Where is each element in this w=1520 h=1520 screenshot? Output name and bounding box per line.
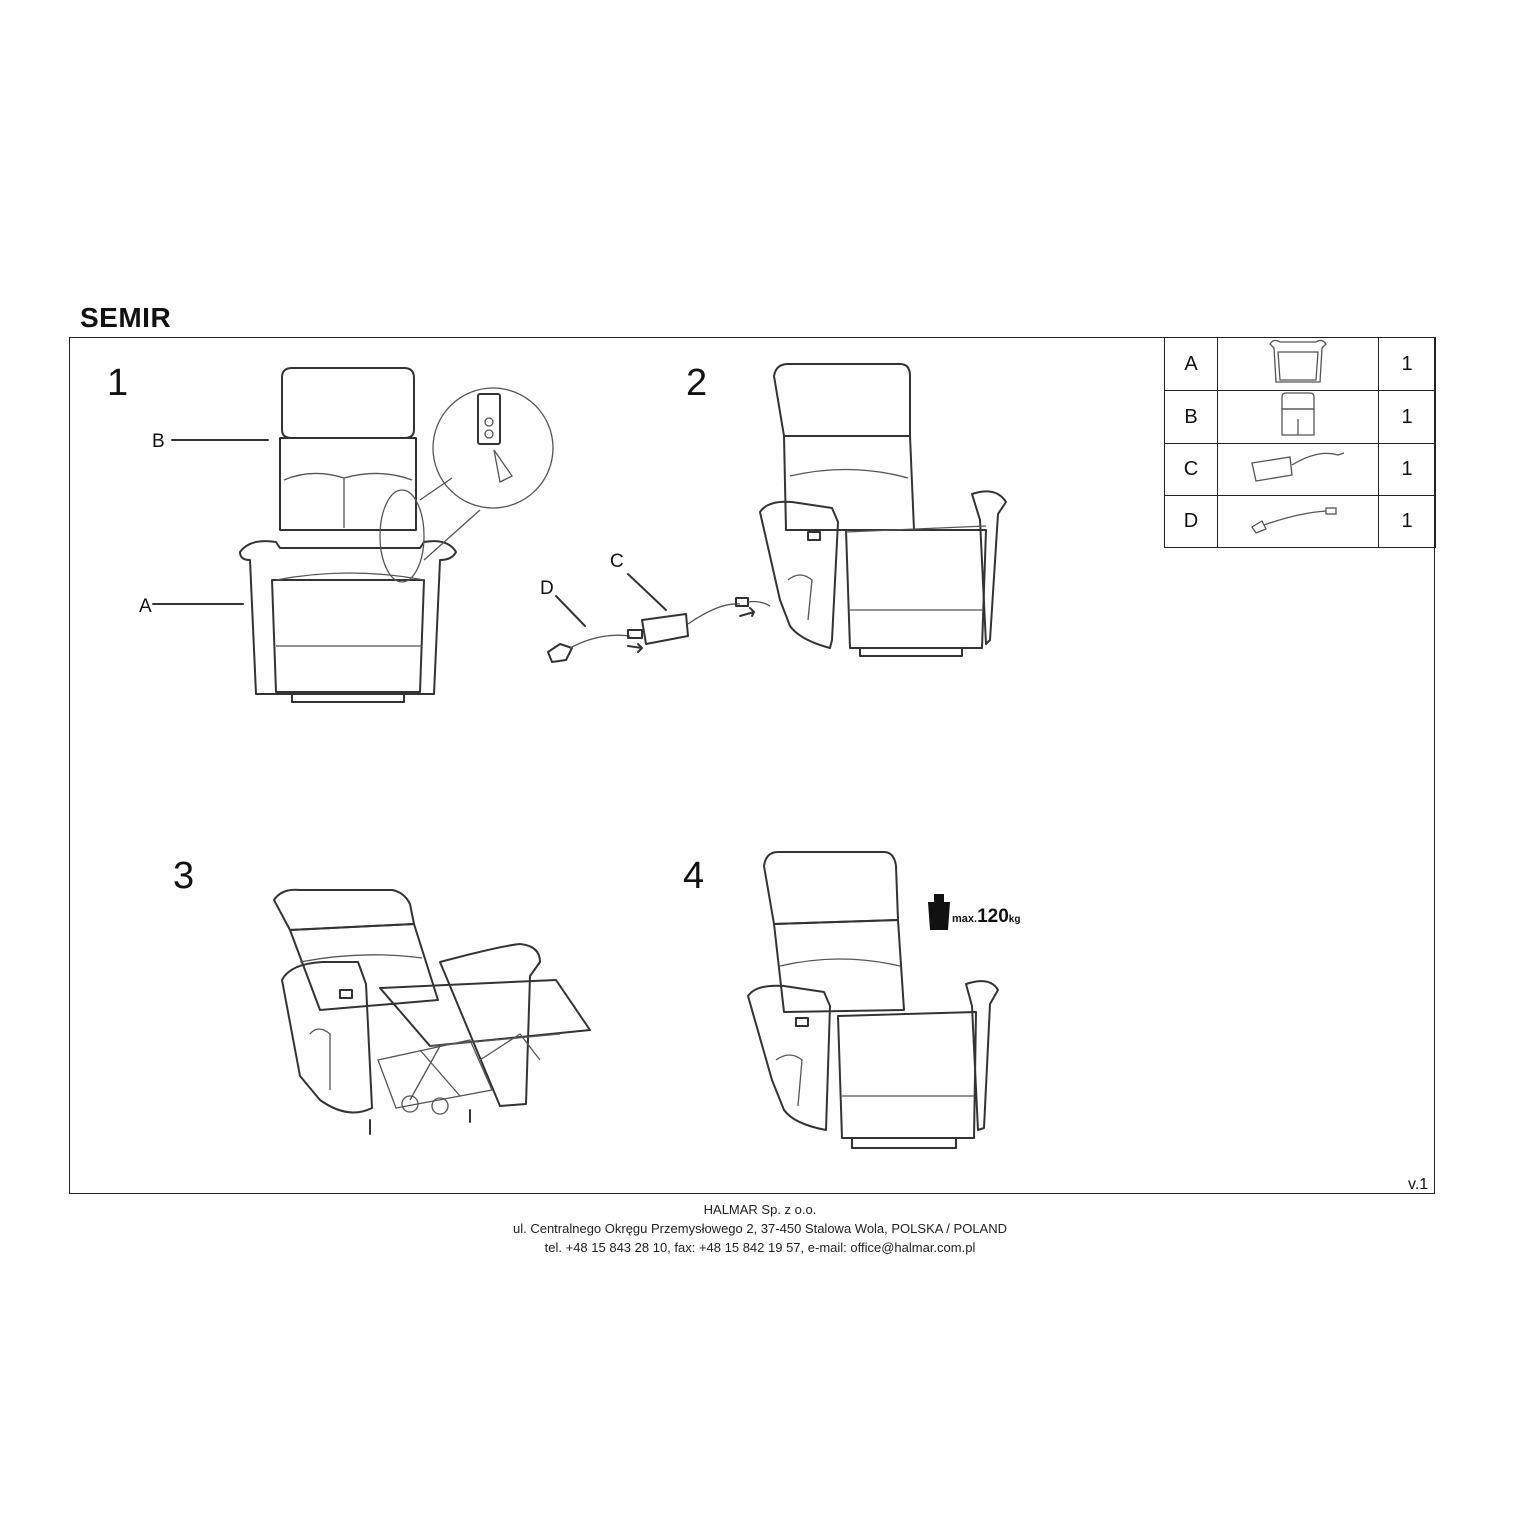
max-weight-prefix: max. (952, 913, 978, 925)
step-number-4: 4 (683, 855, 705, 897)
company-contact: tel. +48 15 843 28 10, fax: +48 15 842 1… (544, 1240, 976, 1255)
label-c: C (610, 551, 624, 572)
version-label: v.1 (1408, 1176, 1429, 1193)
step-number-1: 1 (107, 362, 129, 404)
part-letter: D (1164, 495, 1218, 548)
parts-list-table: A 1 B 1 C 1 D (1164, 337, 1436, 548)
label-d: D (540, 578, 554, 599)
part-letter: B (1164, 390, 1218, 444)
max-weight-unit: kg (1008, 914, 1021, 925)
max-weight-value: 120 (977, 906, 1009, 927)
step-number-3: 3 (173, 855, 195, 897)
weight-icon (928, 894, 950, 930)
step-number-2: 2 (686, 362, 708, 404)
part-letter: C (1164, 443, 1218, 496)
backrest-icon (1217, 390, 1379, 444)
parts-row: D 1 (1164, 495, 1436, 548)
part-qty: 1 (1378, 390, 1436, 444)
company-address: ul. Centralnego Okręgu Przemysłowego 2, … (512, 1221, 1007, 1236)
power-cable-icon (1217, 495, 1379, 548)
part-qty: 1 (1378, 443, 1436, 496)
part-letter: A (1164, 337, 1218, 391)
company-name: HALMAR Sp. z o.o. (703, 1202, 817, 1217)
label-a: A (139, 596, 152, 617)
label-b: B (152, 431, 165, 452)
parts-row: A 1 (1164, 337, 1436, 391)
part-qty: 1 (1378, 337, 1436, 391)
chair-base-icon (1217, 337, 1379, 391)
parts-row: B 1 (1164, 390, 1436, 444)
power-adapter-icon (1217, 443, 1379, 496)
parts-row: C 1 (1164, 443, 1436, 496)
max-weight-label: max.120kg (952, 906, 1020, 928)
part-qty: 1 (1378, 495, 1436, 548)
company-footer: HALMAR Sp. z o.o. ul. Centralnego Okręgu… (0, 1200, 1520, 1257)
instruction-frame (69, 337, 1435, 1194)
product-title: SEMIR (80, 302, 172, 333)
